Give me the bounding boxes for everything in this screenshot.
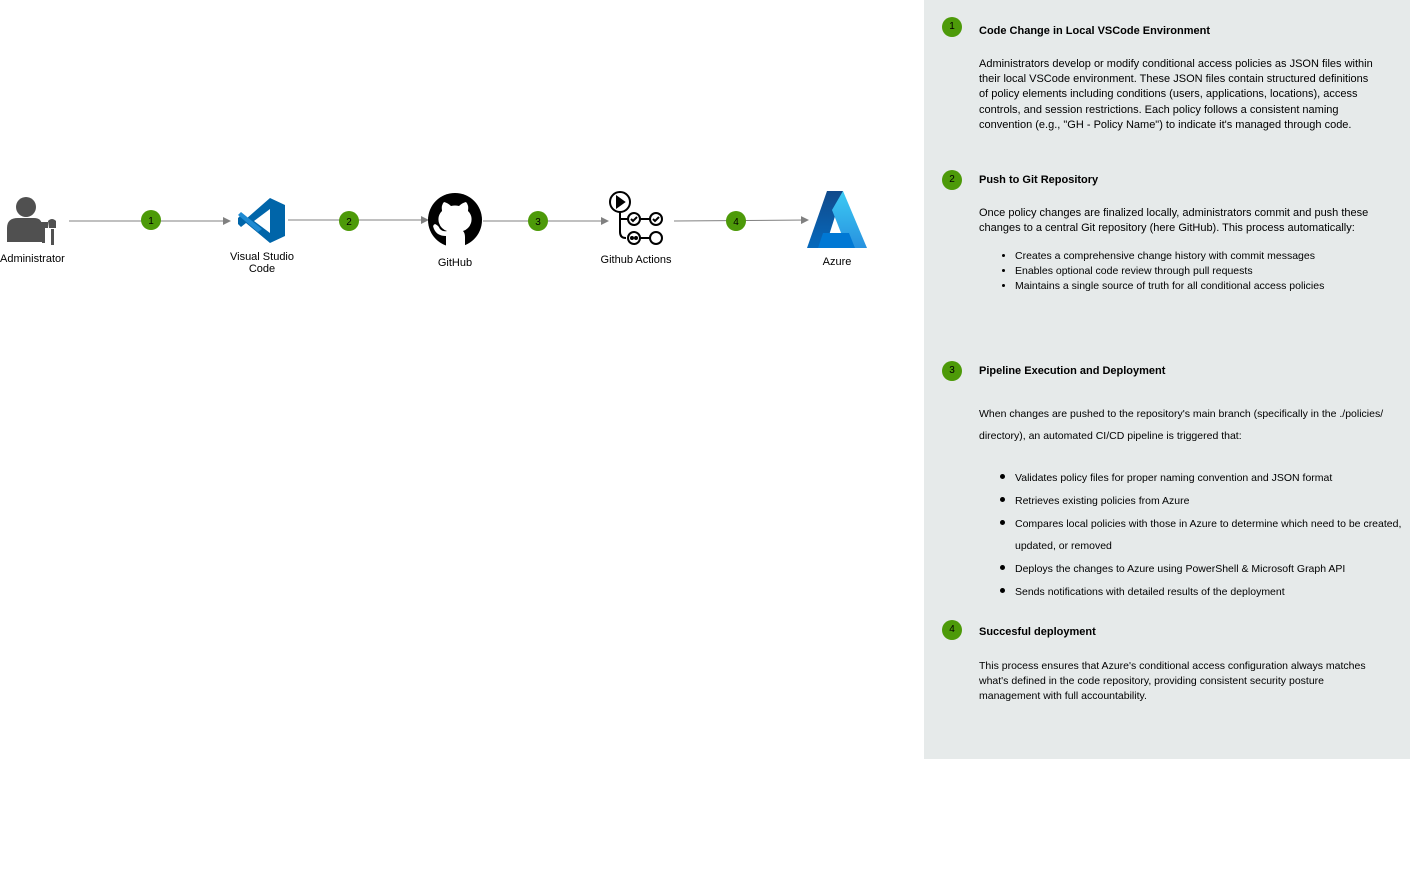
- github-icon: [428, 193, 482, 247]
- github-actions-icon: [609, 191, 663, 245]
- vscode-icon: [238, 198, 285, 243]
- edge-badge-2-label: 2: [346, 217, 352, 228]
- step-2-bullets: Creates a comprehensive change history w…: [979, 249, 1395, 294]
- step-2-body: Once policy changes are finalized locall…: [979, 207, 1369, 235]
- step-2-bullet: Creates a comprehensive change history w…: [1015, 249, 1395, 264]
- node-label-azure: Azure: [822, 256, 852, 268]
- edge-badge-4-label: 4: [733, 217, 739, 228]
- node-label-vscode: Visual Studio Code: [229, 251, 294, 275]
- edge-badge-1: 1: [141, 210, 161, 230]
- edge-badge-4: 4: [726, 211, 746, 231]
- node-label-administrator: Administrator: [0, 253, 65, 265]
- step-1-title: Code Change in Local VSCode Environment: [979, 25, 1211, 37]
- step-2-title: Push to Git Repository: [979, 174, 1099, 186]
- step-3-bullet: Validates policy files for proper naming…: [1000, 467, 1405, 490]
- edge-badge-1-label: 1: [148, 216, 154, 227]
- step-3-bullet: Deploys the changes to Azure using Power…: [1000, 558, 1405, 581]
- edge-badge-3-label: 3: [535, 217, 541, 228]
- step-3-body: When changes are pushed to the repositor…: [979, 408, 1384, 442]
- flow-diagram: 1 2 3 4: [0, 0, 900, 300]
- edge-badge-2: 2: [339, 211, 359, 231]
- step-3-bullet: Sends notifications with detailed result…: [1000, 581, 1405, 604]
- node-label-github: GitHub: [437, 257, 473, 269]
- step-3-bullet: Compares local policies with those in Az…: [1000, 513, 1405, 559]
- flow-svg: 1 2 3 4: [7, 191, 867, 248]
- step-2-badge: 2: [942, 170, 962, 190]
- edge-badge-3: 3: [528, 211, 548, 231]
- description-panel: 1 Code Change in Local VSCode Environmen…: [924, 0, 1410, 759]
- node-label-github-actions: Github Actions: [600, 254, 672, 266]
- step-3-title: Pipeline Execution and Deployment: [979, 365, 1166, 377]
- step-1-badge: 1: [942, 17, 962, 37]
- step-3-badge: 3: [942, 361, 962, 381]
- step-2-bullet: Enables optional code review through pul…: [1015, 264, 1395, 279]
- step-3-bullet: Retrieves existing policies from Azure: [1000, 490, 1405, 513]
- step-4-badge: 4: [942, 620, 962, 640]
- step-4-title: Succesful deployment: [979, 626, 1096, 638]
- step-4-body: This process ensures that Azure's condit…: [979, 660, 1366, 703]
- step-1-body: Administrators develop or modify conditi…: [979, 58, 1373, 131]
- step-2-bullet: Maintains a single source of truth for a…: [1015, 279, 1395, 294]
- azure-icon: [807, 191, 867, 248]
- administrator-icon: [7, 197, 56, 245]
- step-3-bullets: Validates policy files for proper naming…: [979, 467, 1405, 604]
